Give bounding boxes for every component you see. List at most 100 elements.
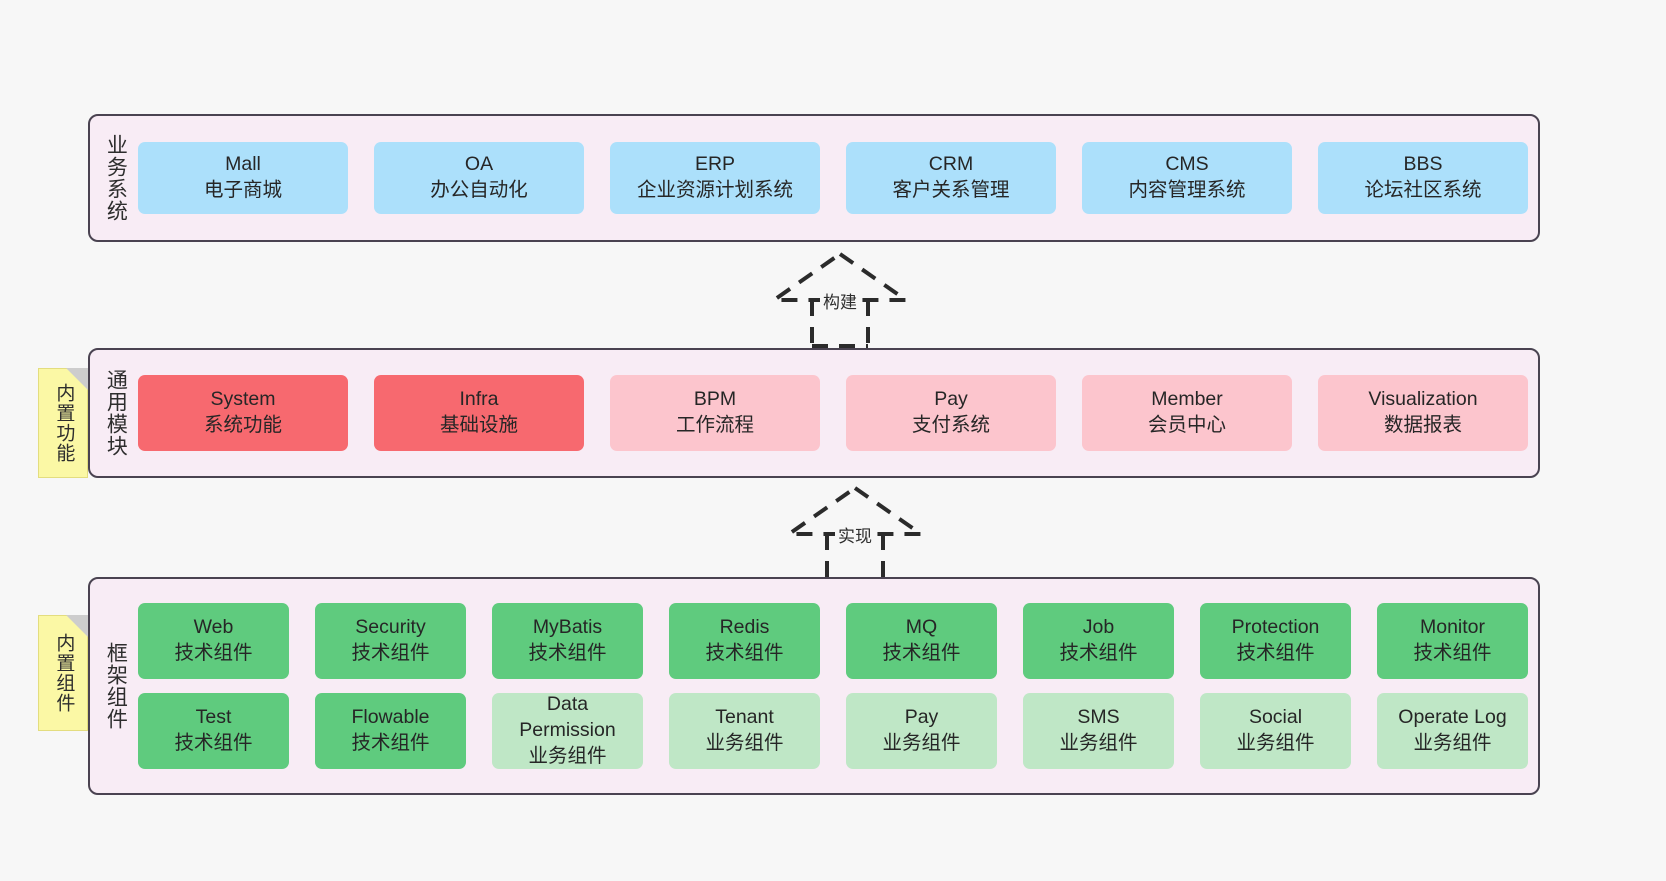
cell-subtitle: 技术组件 <box>351 732 430 754</box>
cell-subtitle: 业务组件 <box>1413 732 1492 754</box>
cell-sms[interactable]: SMS 业务组件 <box>1023 693 1174 769</box>
cell-subtitle: 电子商城 <box>203 179 282 201</box>
cell-mybatis[interactable]: MyBatis 技术组件 <box>492 603 643 679</box>
cell-bbs[interactable]: BBS 论坛社区系统 <box>1318 142 1528 214</box>
layer-framework-components: 框架组件 Web 技术组件 Security 技术组件 MyBatis 技术组件… <box>88 577 1540 795</box>
cell-web[interactable]: Web 技术组件 <box>138 603 289 679</box>
cell-subtitle: 业务组件 <box>705 732 784 754</box>
cell-mall[interactable]: Mall 电子商城 <box>138 142 348 214</box>
cell-title: Pay <box>904 706 939 729</box>
cell-title: Monitor <box>1419 616 1486 639</box>
cell-title: Test <box>195 706 232 729</box>
cell-subtitle: 系统功能 <box>203 414 282 436</box>
cell-subtitle: 业务组件 <box>1236 732 1315 754</box>
cell-title: ERP <box>694 153 736 176</box>
cell-title: System <box>210 388 276 411</box>
cell-title: MQ <box>905 616 938 639</box>
layer-business-cells: Mall 电子商城 OA 办公自动化 ERP 企业资源计划系统 CRM 客户关系… <box>132 124 1528 232</box>
cell-subtitle: 技术组件 <box>174 732 253 754</box>
cell-title: Security <box>355 616 426 639</box>
cell-title: SMS <box>1077 706 1120 729</box>
cell-subtitle: 业务组件 <box>528 744 607 767</box>
connector-realize: 实现 <box>775 484 935 582</box>
cell-cms[interactable]: CMS 内容管理系统 <box>1082 142 1292 214</box>
cell-subtitle: 基础设施 <box>439 414 518 436</box>
cell-subtitle: 支付系统 <box>911 414 990 436</box>
cell-pay-module[interactable]: Pay 支付系统 <box>846 375 1056 451</box>
connector-build-label: 构建 <box>820 288 860 313</box>
cell-title: BPM <box>693 388 737 411</box>
cell-member[interactable]: Member 会员中心 <box>1082 375 1292 451</box>
cell-flowable[interactable]: Flowable 技术组件 <box>315 693 466 769</box>
cell-subtitle: 技术组件 <box>705 642 784 664</box>
cell-pay-component[interactable]: Pay 业务组件 <box>846 693 997 769</box>
cell-social[interactable]: Social 业务组件 <box>1200 693 1351 769</box>
cell-tenant[interactable]: Tenant 业务组件 <box>669 693 820 769</box>
layer-title-business: 业务系统 <box>104 134 128 222</box>
cell-subtitle: 会员中心 <box>1147 414 1226 436</box>
note-label: 内置组件 <box>53 633 75 713</box>
cell-title: BBS <box>1403 153 1443 176</box>
cell-row: System 系统功能 Infra 基础设施 BPM 工作流程 Pay 支付系统… <box>138 375 1528 451</box>
cell-subtitle: 技术组件 <box>1059 642 1138 664</box>
layer-business-systems: 业务系统 Mall 电子商城 OA 办公自动化 ERP 企业资源计划系统 CRM… <box>88 114 1540 242</box>
cell-subtitle: 内容管理系统 <box>1128 179 1246 201</box>
cell-oa[interactable]: OA 办公自动化 <box>374 142 584 214</box>
cell-redis[interactable]: Redis 技术组件 <box>669 603 820 679</box>
cell-subtitle: 数据报表 <box>1383 414 1462 436</box>
layer-modules-cells: System 系统功能 Infra 基础设施 BPM 工作流程 Pay 支付系统… <box>132 358 1528 468</box>
cell-security[interactable]: Security 技术组件 <box>315 603 466 679</box>
cell-erp[interactable]: ERP 企业资源计划系统 <box>610 142 820 214</box>
cell-data-permission[interactable]: Data Permission 业务组件 <box>492 693 643 769</box>
cell-subtitle: 办公自动化 <box>430 179 528 201</box>
cell-title: Protection <box>1231 616 1320 639</box>
cell-subtitle: 技术组件 <box>882 642 961 664</box>
layer-title-framework: 框架组件 <box>104 642 128 730</box>
note-label: 内置功能 <box>53 383 75 463</box>
note-builtin-functions: 内置功能 <box>38 368 88 478</box>
cell-title: Visualization <box>1368 388 1478 411</box>
cell-subtitle: 技术组件 <box>528 642 607 664</box>
connector-realize-label: 实现 <box>835 522 875 547</box>
note-builtin-components: 内置组件 <box>38 615 88 731</box>
cell-title: CMS <box>1165 153 1209 176</box>
cell-title: Data Permission <box>519 693 616 742</box>
cell-subtitle: 技术组件 <box>174 642 253 664</box>
cell-title: Member <box>1151 388 1223 411</box>
cell-system[interactable]: System 系统功能 <box>138 375 348 451</box>
cell-job[interactable]: Job 技术组件 <box>1023 603 1174 679</box>
cell-title: Job <box>1082 616 1115 639</box>
cell-title: Tenant <box>715 706 774 729</box>
cell-title: Social <box>1248 706 1303 729</box>
cell-crm[interactable]: CRM 客户关系管理 <box>846 142 1056 214</box>
cell-title: Operate Log <box>1398 706 1507 729</box>
cell-row: Mall 电子商城 OA 办公自动化 ERP 企业资源计划系统 CRM 客户关系… <box>138 142 1528 214</box>
cell-title: MyBatis <box>532 616 603 639</box>
cell-subtitle: 业务组件 <box>882 732 961 754</box>
cell-row: Test 技术组件 Flowable 技术组件 Data Permission … <box>138 693 1528 769</box>
cell-subtitle: 客户关系管理 <box>892 179 1010 201</box>
cell-subtitle: 工作流程 <box>675 414 754 436</box>
cell-protection[interactable]: Protection 技术组件 <box>1200 603 1351 679</box>
cell-infra[interactable]: Infra 基础设施 <box>374 375 584 451</box>
cell-test[interactable]: Test 技术组件 <box>138 693 289 769</box>
cell-bpm[interactable]: BPM 工作流程 <box>610 375 820 451</box>
cell-operate-log[interactable]: Operate Log 业务组件 <box>1377 693 1528 769</box>
layer-framework-cells: Web 技术组件 Security 技术组件 MyBatis 技术组件 Redi… <box>132 587 1528 785</box>
cell-title: Pay <box>934 388 968 411</box>
connector-build: 构建 <box>760 250 920 348</box>
cell-subtitle: 业务组件 <box>1059 732 1138 754</box>
cell-mq[interactable]: MQ 技术组件 <box>846 603 997 679</box>
cell-monitor[interactable]: Monitor 技术组件 <box>1377 603 1528 679</box>
layer-common-modules: 通用模块 System 系统功能 Infra 基础设施 BPM 工作流程 Pay… <box>88 348 1540 478</box>
cell-subtitle: 论坛社区系统 <box>1364 179 1482 201</box>
cell-visualization[interactable]: Visualization 数据报表 <box>1318 375 1528 451</box>
cell-subtitle: 技术组件 <box>351 642 430 664</box>
cell-title: Web <box>193 616 234 639</box>
cell-title: Redis <box>719 616 770 639</box>
layer-title-modules: 通用模块 <box>104 369 128 457</box>
cell-title: CRM <box>928 153 974 176</box>
cell-row: Web 技术组件 Security 技术组件 MyBatis 技术组件 Redi… <box>138 603 1528 679</box>
cell-title: OA <box>464 153 494 176</box>
